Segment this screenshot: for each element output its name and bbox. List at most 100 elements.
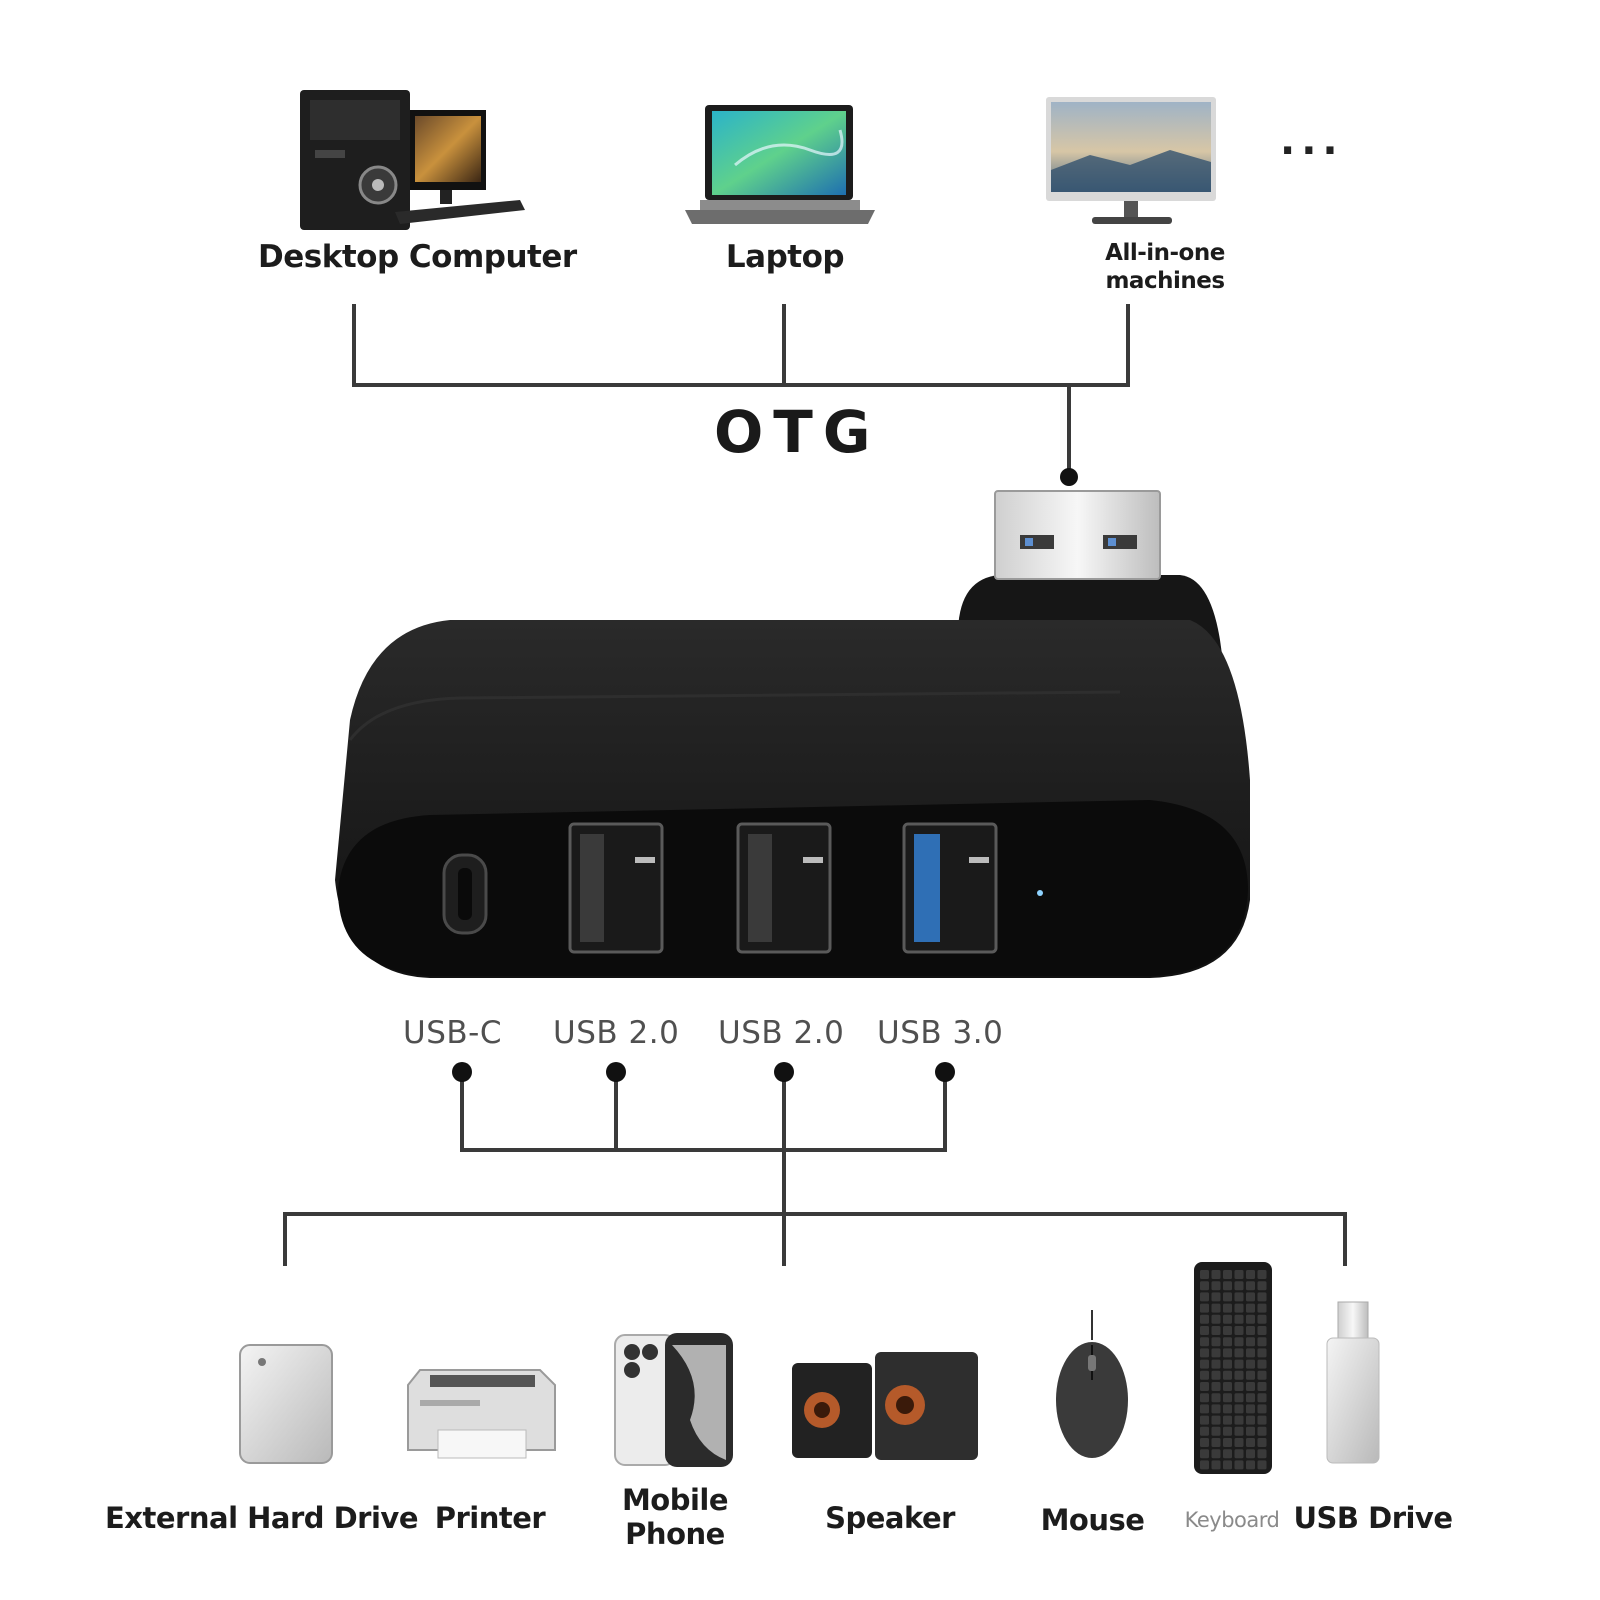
keyboard-key [1223, 1348, 1232, 1358]
keyboard-key [1234, 1348, 1244, 1358]
keyboard-key [1223, 1314, 1232, 1324]
keyboard-key [1246, 1337, 1255, 1347]
keyboard-key [1246, 1382, 1255, 1391]
keyboard-key [1246, 1426, 1255, 1436]
keyboard-key [1246, 1326, 1255, 1335]
keyboard-key [1246, 1438, 1255, 1447]
keyboard-key [1211, 1326, 1221, 1335]
keyboard-key [1246, 1314, 1255, 1324]
host-connector-lines [352, 304, 1130, 477]
keyboard-key [1257, 1359, 1267, 1369]
all-in-one-icon [1046, 97, 1216, 224]
keyboard-key [1257, 1303, 1267, 1313]
keyboard-key [1200, 1426, 1209, 1436]
keyboard-key [1200, 1404, 1209, 1414]
device-label-usb-drive: USB Drive [1293, 1501, 1453, 1535]
port-dot-usb3 [935, 1062, 955, 1082]
keyboard-key [1234, 1426, 1244, 1436]
mobile-phone-icon [614, 1333, 733, 1467]
keyboard-key [1223, 1370, 1232, 1380]
keyboard-key [1211, 1404, 1221, 1414]
keyboard-key [1211, 1281, 1221, 1291]
keyboard-key [1223, 1404, 1232, 1414]
keyboard-key [1211, 1303, 1221, 1313]
keyboard-key [1211, 1382, 1221, 1391]
keyboard-key [1200, 1303, 1209, 1313]
keyboard-key [1200, 1337, 1209, 1347]
keyboard-key [1246, 1281, 1255, 1291]
keyboard-key [1211, 1292, 1221, 1302]
keyboard-key [1246, 1370, 1255, 1380]
keyboard-key [1211, 1314, 1221, 1324]
keyboard-key [1234, 1270, 1244, 1279]
keyboard-key [1257, 1449, 1267, 1459]
keyboard-key [1234, 1438, 1244, 1447]
keyboard-key [1211, 1460, 1221, 1470]
keyboard-key [1200, 1415, 1209, 1425]
keyboard-key [1200, 1393, 1209, 1403]
device-label-speaker: Speaker [825, 1501, 955, 1535]
keyboard-key [1257, 1382, 1267, 1391]
keyboard-key [1257, 1326, 1267, 1335]
keyboard-key [1234, 1359, 1244, 1369]
keyboard-key [1223, 1449, 1232, 1459]
port-label-usb2-a: USB 2.0 [553, 1015, 680, 1051]
keyboard-key [1223, 1438, 1232, 1447]
keyboard-key [1257, 1348, 1267, 1358]
keyboard-key [1211, 1438, 1221, 1447]
keyboard-key [1211, 1426, 1221, 1436]
port-label-usb-c: USB-C [403, 1015, 502, 1051]
keyboard-key [1211, 1359, 1221, 1369]
port-dot-usb2-b [774, 1062, 794, 1082]
keyboard-key [1200, 1326, 1209, 1335]
keyboard-key [1257, 1393, 1267, 1403]
keyboard-key [1223, 1326, 1232, 1335]
device-label-external-hard-drive: External Hard Drive [105, 1501, 418, 1535]
keyboard-key [1246, 1449, 1255, 1459]
keyboard-key [1223, 1382, 1232, 1391]
keyboard-key [1257, 1460, 1267, 1470]
keyboard-key [1200, 1370, 1209, 1380]
keyboard-key [1234, 1393, 1244, 1403]
keyboard-key [1200, 1314, 1209, 1324]
keyboard-key [1200, 1359, 1209, 1369]
keyboard-key [1246, 1415, 1255, 1425]
usb-drive-icon [1326, 1301, 1380, 1464]
otg-label: OTG [714, 398, 881, 466]
keyboard-key [1257, 1370, 1267, 1380]
keyboard-key [1211, 1449, 1221, 1459]
keyboard-key [1200, 1438, 1209, 1447]
keyboard-key [1211, 1348, 1221, 1358]
keyboard-key [1257, 1270, 1267, 1279]
more-hosts-ellipsis: ... [1280, 118, 1344, 164]
keyboard-key [1200, 1449, 1209, 1459]
port-connector-lines [283, 1072, 1347, 1266]
keyboard-key [1211, 1393, 1221, 1403]
keyboard-key [1257, 1314, 1267, 1324]
host-label-desktop-computer: Desktop Computer [258, 239, 577, 275]
keyboard-key [1223, 1281, 1232, 1291]
keyboard-key [1246, 1303, 1255, 1313]
device-label-mobile-phone: Mobile Phone [600, 1483, 750, 1551]
keyboard-key [1223, 1426, 1232, 1436]
keyboard-key [1200, 1348, 1209, 1358]
keyboard-key [1200, 1382, 1209, 1391]
keyboard-key [1246, 1270, 1255, 1279]
keyboard-key [1257, 1426, 1267, 1436]
device-label-mouse: Mouse [1040, 1503, 1145, 1537]
device-label-mobile-phone-line2: Phone [625, 1517, 725, 1551]
keyboard-key [1257, 1438, 1267, 1447]
port-dot-usb-c [452, 1062, 472, 1082]
otg-connector-dot [1060, 468, 1078, 486]
keyboard-key [1211, 1270, 1221, 1279]
keyboard-key [1223, 1393, 1232, 1403]
keyboard-icon [1194, 1262, 1272, 1474]
device-label-printer: Printer [434, 1501, 546, 1535]
keyboard-key [1223, 1337, 1232, 1347]
keyboard-key [1257, 1404, 1267, 1414]
keyboard-key [1223, 1415, 1232, 1425]
keyboard-key [1223, 1292, 1232, 1302]
port-label-usb2-b: USB 2.0 [718, 1015, 845, 1051]
